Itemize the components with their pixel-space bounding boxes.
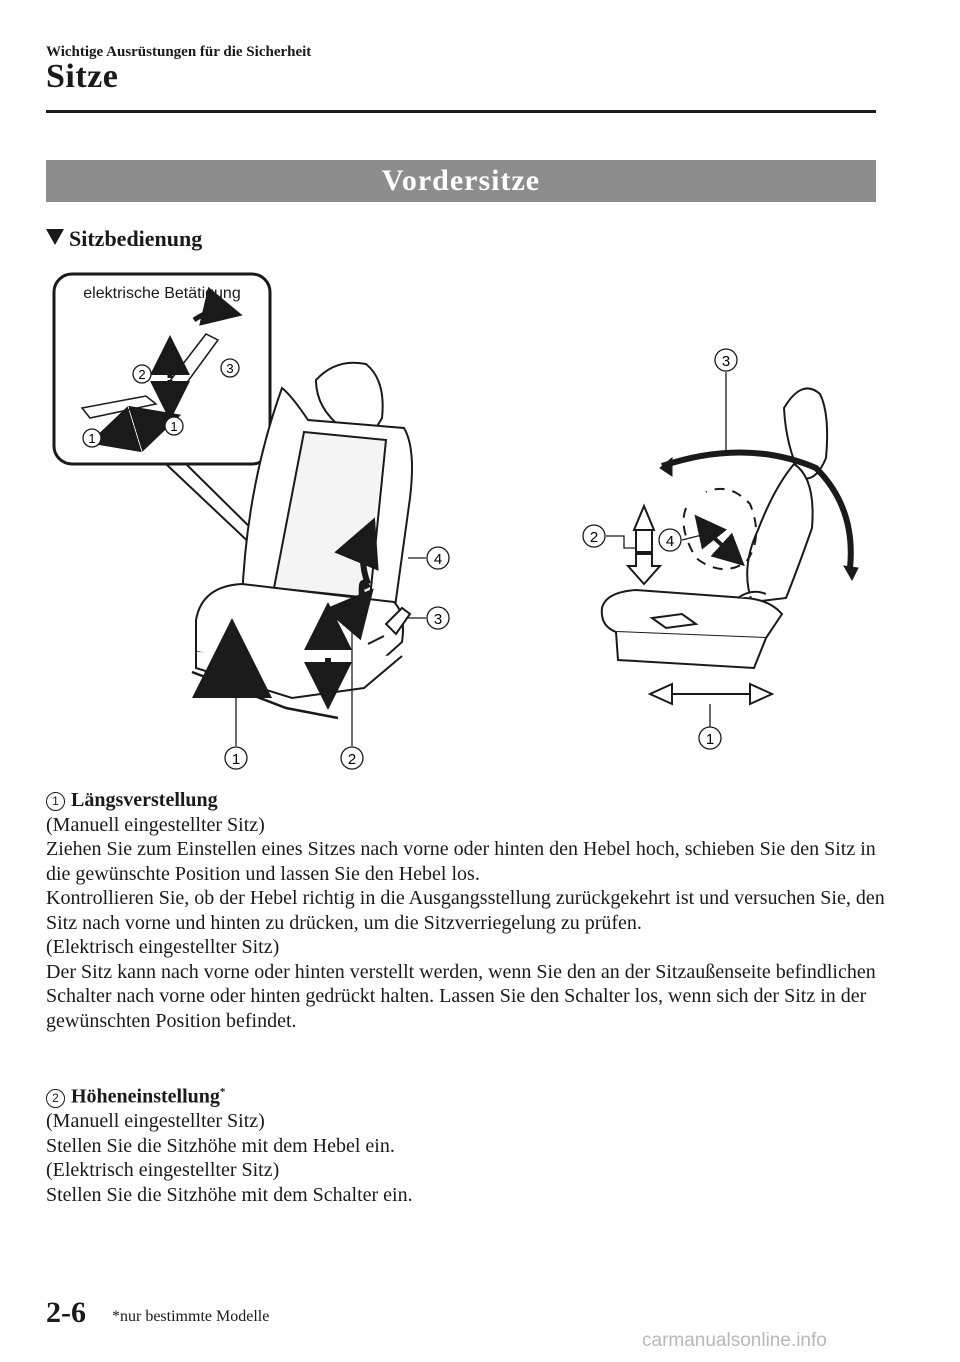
callout-3-inset-text: 3	[226, 361, 233, 376]
seat-left-arrows	[192, 517, 379, 710]
callout-3-inset	[220, 358, 240, 378]
subheading: Sitzbedienung	[46, 226, 202, 252]
item-1-heading-text: Längsverstellung	[71, 789, 218, 811]
item-1-para-3: Kontrollieren Sie, ob der Hebel richtig …	[46, 887, 885, 934]
triangle-down-icon	[46, 229, 64, 245]
footnote: *nur bestimmte Modelle	[112, 1308, 270, 1325]
callout-1-inset-left	[82, 428, 102, 448]
callout-4-right: 4	[666, 533, 674, 550]
item-2-para-3: (Elektrisch eingestellter Sitz)	[46, 1159, 280, 1182]
item-1-para-2: Ziehen Sie zum Einstellen eines Sitzes n…	[46, 838, 876, 885]
callout-3-left: 3	[434, 611, 442, 628]
callout-2-inset	[132, 364, 152, 384]
watermark: carmanualsonline.info	[642, 1330, 827, 1351]
item-1-para-4: (Elektrisch eingestellter Sitz)	[46, 936, 280, 958]
item-1-para-5: Der Sitz kann nach vorne oder hinten ver…	[46, 960, 876, 1032]
callout-2-left: 2	[348, 751, 356, 768]
seat-right-arrows	[625, 449, 859, 706]
callout-1-left: 1	[232, 751, 240, 768]
callout-2-inset-text: 2	[138, 367, 145, 382]
item-2-heading: 2 Höheneinstellung*	[46, 1080, 886, 1109]
callout-2-right: 2	[590, 529, 598, 546]
item-2-heading-text: Höheneinstellung	[71, 1085, 220, 1108]
title-divider	[46, 110, 876, 113]
seat-right-illustration	[600, 387, 829, 670]
section-label: Wichtige Ausrüstungen für die Sicherheit	[46, 44, 312, 60]
page-number: 2-6	[46, 1296, 86, 1329]
callout-3-right: 3	[722, 353, 730, 370]
item-2-para-1: (Manuell eingestellter Sitz)	[46, 1110, 265, 1133]
number-circle-icon: 2	[46, 1088, 65, 1108]
page-title: Sitze	[46, 58, 119, 95]
callout-1-inset-right-text: 1	[170, 419, 177, 434]
item-2-para-2: Stellen Sie die Sitzhöhe mit dem Hebel e…	[46, 1134, 395, 1157]
callout-1-right: 1	[706, 731, 714, 748]
item-1: 1 Längsverstellung (Manuell eingestellter…	[46, 788, 886, 1033]
callout-4-left: 4	[434, 551, 442, 568]
section-banner: Vordersitze	[46, 160, 876, 202]
item-1-heading: 1 Längsverstellung	[46, 788, 886, 813]
number-circle-icon: 1	[46, 792, 65, 811]
item-1-para-1: (Manuell eingestellter Sitz)	[46, 813, 265, 836]
electric-switch-inset: elektrische Betätigung 2 3 1 1	[52, 272, 272, 466]
callout-1-inset-left-text: 1	[88, 431, 95, 446]
item-2-para-4: Stellen Sie die Sitzhöhe mit dem Schalte…	[46, 1183, 413, 1206]
item-2: 2 Höheneinstellung* (Manuell eingestellte…	[46, 1080, 886, 1207]
callout-1-inset-right	[164, 416, 184, 436]
inset-label: elektrische Betätigung	[83, 285, 240, 302]
seat-right-callouts: 3 2 4 1	[582, 348, 738, 750]
seat-left-callouts: 4 3 1 2	[224, 546, 450, 770]
footnote-marker: *	[219, 1086, 226, 1098]
subheading-text: Sitzbedienung	[69, 226, 203, 251]
seat-figure: elektrische Betätigung 2 3 1 1	[52, 272, 859, 770]
